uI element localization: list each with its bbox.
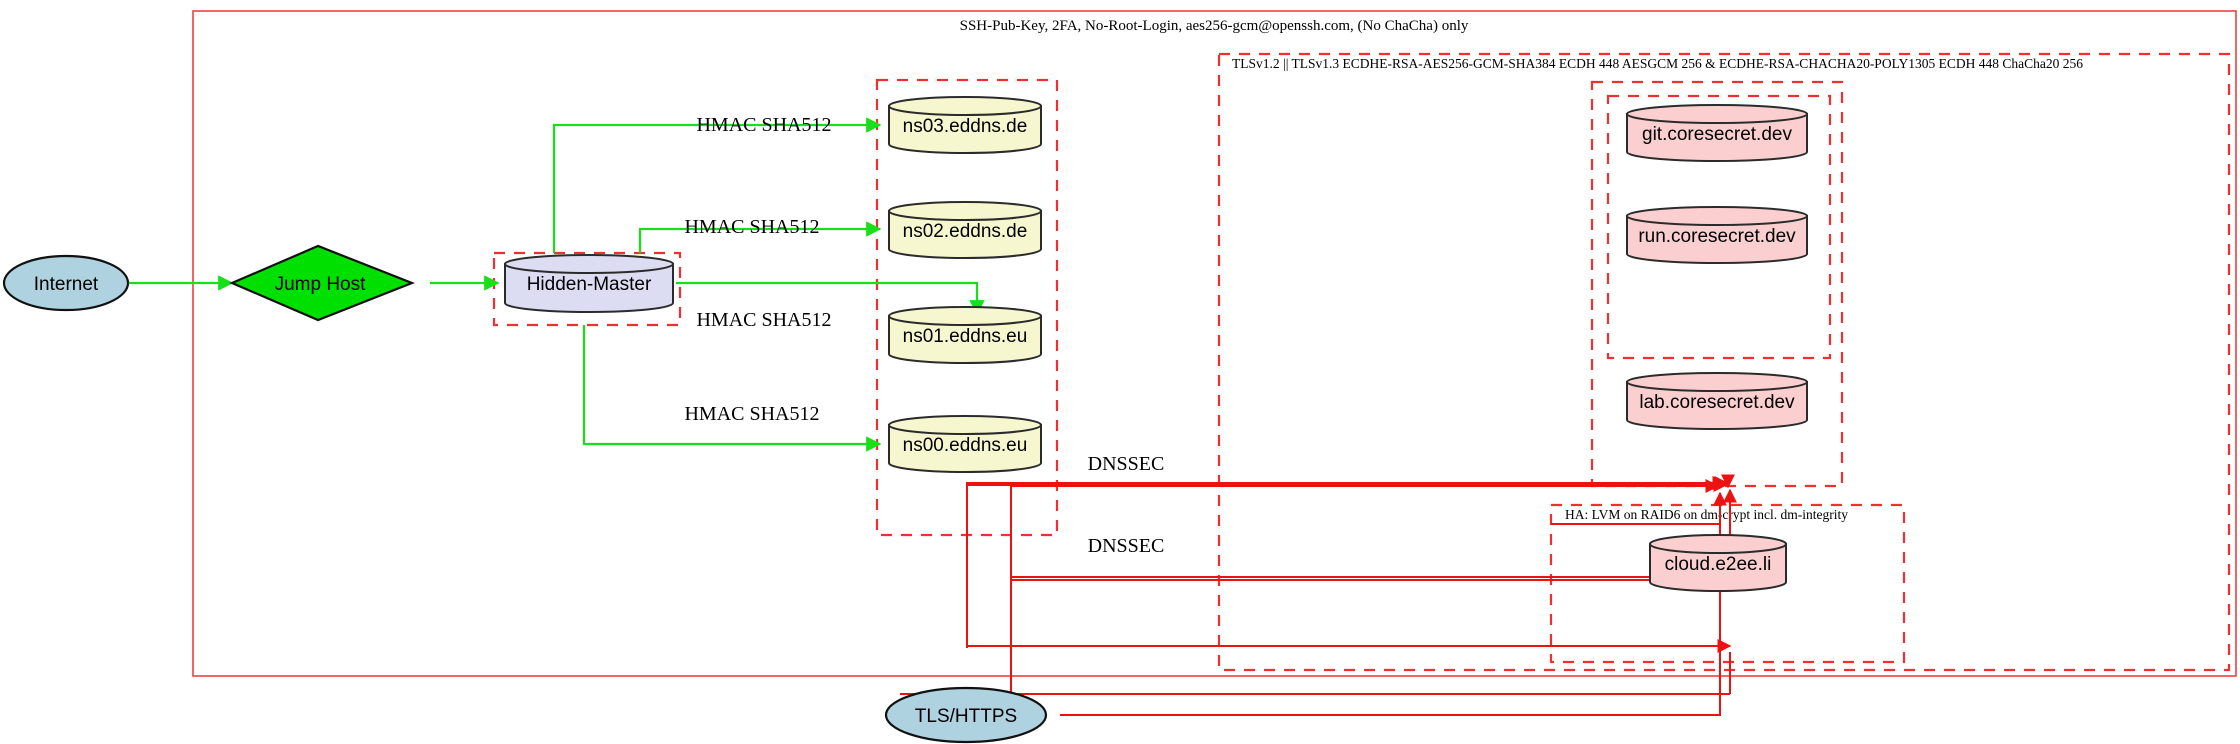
node-ns03[interactable]: ns03.eddns.de [888, 96, 1042, 154]
node-git-coresecret-label: git.coresecret.dev [1642, 124, 1792, 145]
node-ns02[interactable]: ns02.eddns.de [888, 201, 1042, 259]
node-tls-https-label: TLS/HTTPS [915, 706, 1017, 727]
node-lab-coresecret[interactable]: lab.coresecret.dev [1626, 372, 1808, 430]
edge-label-hmac-ns03: HMAC SHA512 [696, 114, 831, 136]
node-ns00[interactable]: ns00.eddns.eu [888, 415, 1042, 473]
cluster-outer-ssh-label: SSH-Pub-Key, 2FA, No-Root-Login, aes256-… [960, 18, 1469, 34]
cluster-outer-ssh [192, 10, 2237, 677]
red-edge-network [900, 478, 1732, 716]
node-run-coresecret[interactable]: run.coresecret.dev [1626, 206, 1808, 264]
node-ns01-label: ns01.eddns.eu [903, 326, 1028, 347]
edge-hiddenmaster-to-ns01 [676, 281, 985, 316]
node-internet[interactable]: Internet [2, 254, 130, 312]
node-ns03-label: ns03.eddns.de [903, 116, 1028, 137]
cluster-ha [1549, 503, 1906, 664]
node-git-coresecret[interactable]: git.coresecret.dev [1626, 104, 1808, 162]
edge-hiddenmaster-to-ns00 [582, 325, 882, 452]
edge-label-dnssec-1: DNSSEC [1088, 453, 1165, 475]
edge-label-dnssec-2: DNSSEC [1088, 535, 1165, 557]
node-run-coresecret-label: run.coresecret.dev [1638, 226, 1796, 247]
node-ns02-label: ns02.eddns.de [903, 221, 1028, 242]
cluster-tls-label: TLSv1.2 || TLSv1.3 ECDHE-RSA-AES256-GCM-… [1232, 56, 2083, 71]
edge-label-hmac-ns02: HMAC SHA512 [684, 216, 819, 238]
node-hidden-master-label: Hidden-Master [527, 274, 652, 295]
node-internet-label: Internet [34, 274, 99, 295]
node-cloud-e2ee[interactable]: cloud.e2ee.li [1649, 534, 1787, 592]
node-ns01[interactable]: ns01.eddns.eu [888, 306, 1042, 364]
node-jump-host-label: Jump Host [275, 274, 367, 295]
node-hidden-master[interactable]: Hidden-Master [504, 254, 674, 313]
cluster-coresecret [1590, 80, 1844, 488]
cluster-coresecret-inner [1606, 94, 1832, 360]
edge-tlshttps-to-coresecret-right [1060, 491, 1727, 716]
cluster-tls [1217, 52, 2231, 672]
node-jump-host[interactable]: Jump Host [229, 244, 416, 322]
node-tls-https[interactable]: TLS/HTTPS [884, 686, 1048, 744]
node-cloud-e2ee-label: cloud.e2ee.li [1665, 554, 1772, 575]
node-lab-coresecret-label: lab.coresecret.dev [1639, 392, 1795, 413]
edge-hiddenmaster-to-ns03 [552, 117, 882, 253]
edge-hiddenmaster-to-ns02 [638, 221, 882, 253]
edge-label-hmac-ns01: HMAC SHA512 [696, 309, 831, 331]
cluster-ha-label: HA: LVM on RAID6 on dm-crypt incl. dm-in… [1565, 507, 1848, 522]
node-ns00-label: ns00.eddns.eu [903, 435, 1028, 456]
edge-label-hmac-ns00: HMAC SHA512 [684, 403, 819, 425]
edge-dnssec-path-2 [1010, 488, 1737, 578]
